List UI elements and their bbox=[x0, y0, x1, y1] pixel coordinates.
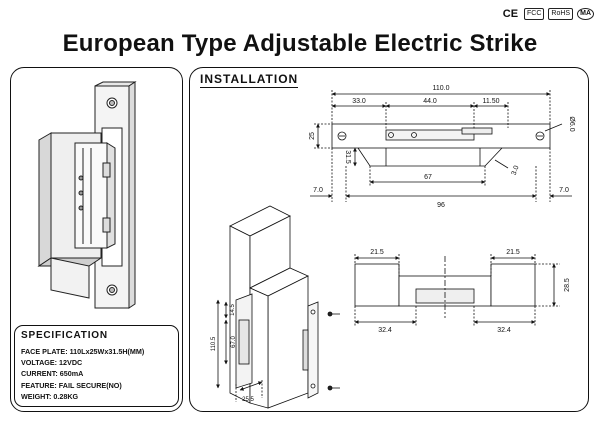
dim-height: 25 bbox=[309, 132, 316, 140]
dim-slot-depth: 3.0 bbox=[511, 165, 521, 177]
dim-edge-right: 7.0 bbox=[559, 187, 569, 194]
dim-mid-width: 96 bbox=[437, 202, 445, 209]
dim-left-top: 21.5 bbox=[370, 249, 384, 256]
dim-edge-left: 7.0 bbox=[313, 187, 323, 194]
dim-right-height: 28.5 bbox=[564, 278, 571, 292]
spec-voltage: VOLTAGE: 12VDC bbox=[21, 358, 83, 368]
dim-depth: 31.5 bbox=[344, 150, 351, 164]
specification-box: SPECIFICATION FACE PLATE: 110Lx25Wx31.5H… bbox=[14, 325, 179, 407]
dim-hole: Ø6.0 bbox=[568, 116, 575, 131]
fcc-mark: FCC bbox=[524, 8, 545, 20]
dim-center: 44.0 bbox=[423, 98, 437, 105]
rohs-mark: RoHS bbox=[548, 8, 574, 20]
page-title: European Type Adjustable Electric Strike bbox=[62, 30, 538, 57]
installation-drawings: 110.0 33.0 44.0 11.50 25 Ø6.0 31.5 3.0 6… bbox=[211, 85, 575, 409]
spec-weight: WEIGHT: 0.28KG bbox=[21, 391, 79, 401]
dim-right-top: 21.5 bbox=[506, 249, 520, 256]
installation-title: INSTALLATION bbox=[200, 72, 299, 88]
ce-mark: CE bbox=[502, 8, 519, 20]
dim-iso-bottom-small: 25.5 bbox=[242, 397, 254, 403]
spec-face-plate: FACE PLATE: 110Lx25Wx31.5H(MM) bbox=[21, 347, 145, 356]
dim-right-bottom: 32.4 bbox=[497, 327, 511, 334]
spec-feature: FEATURE: FAIL SECURE(NO) bbox=[21, 380, 122, 390]
certification-marks: CE FCC RoHS MA bbox=[501, 8, 594, 20]
specification-title: SPECIFICATION bbox=[21, 330, 108, 341]
product-panel: SPECIFICATION FACE PLATE: 110Lx25Wx31.5H… bbox=[10, 67, 183, 412]
dim-right-offset: 11.50 bbox=[483, 98, 500, 105]
dim-slot-len: 67 bbox=[424, 174, 432, 181]
installation-panel: INSTALLATION bbox=[189, 67, 589, 412]
dim-left-offset: 33.0 bbox=[352, 98, 366, 105]
dim-iso-top-small: 14.5 bbox=[230, 304, 236, 316]
dim-total-width: 110.0 bbox=[433, 85, 450, 92]
dim-iso-height-total: 110.5 bbox=[211, 336, 217, 351]
strike-product-drawing bbox=[37, 81, 137, 309]
ma-mark: MA bbox=[577, 8, 594, 20]
specification-list: FACE PLATE: 110Lx25Wx31.5H(MM) VOLTAGE: … bbox=[21, 346, 144, 402]
spec-current: CURRENT: 650mA bbox=[21, 369, 84, 379]
dim-iso-height-inner: 67.0 bbox=[231, 336, 237, 348]
dim-left-bottom: 32.4 bbox=[378, 327, 392, 334]
